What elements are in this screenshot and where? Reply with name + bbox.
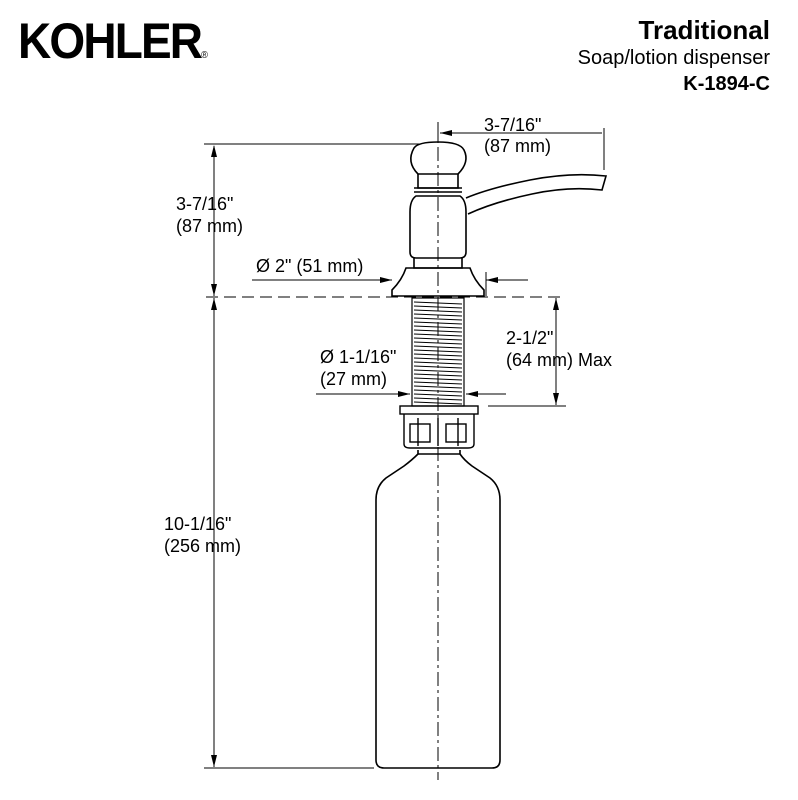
pump-height-imperial: 3-7/16" <box>176 194 233 214</box>
soap-bottle <box>375 450 501 769</box>
thread-line <box>413 381 463 385</box>
shank-diameter-metric: (27 mm) <box>320 369 387 389</box>
pump-head <box>391 141 608 297</box>
dim-spout-reach <box>437 122 605 170</box>
thread-line <box>413 313 463 317</box>
thread-line <box>413 389 463 393</box>
thread-line <box>413 353 463 357</box>
max-deck-imperial: 2-1/2" <box>506 328 553 348</box>
thread-line <box>413 305 463 309</box>
thread-line <box>413 317 463 321</box>
thread-line <box>413 341 463 345</box>
thread-line <box>413 357 463 361</box>
model-number: K-1894-C <box>683 72 770 95</box>
shank-diameter-imperial: Ø 1-1/16" <box>320 347 396 367</box>
dim-max-deck <box>488 298 566 407</box>
below-deck-metric: (256 mm) <box>164 536 241 556</box>
registered-mark: ® <box>201 50 208 61</box>
mounting-nut <box>399 405 479 449</box>
shank-threads <box>413 301 463 405</box>
logo-text: KOHLER <box>18 13 203 69</box>
thread-line <box>413 373 463 377</box>
thread-line <box>413 301 463 305</box>
thread-line <box>413 321 463 325</box>
dim-below-deck <box>204 298 374 769</box>
dim-shank-diameter <box>316 391 506 397</box>
thread-line <box>413 309 463 313</box>
thread-line <box>413 337 463 341</box>
spout-reach-metric: (87 mm) <box>484 136 551 156</box>
title-block: Traditional Soap/lotion dispenser K-1894… <box>578 16 770 95</box>
dim-flange-diameter <box>252 272 528 296</box>
flange-diameter-label: Ø 2" (51 mm) <box>256 256 363 276</box>
thread-line <box>413 333 463 337</box>
thread-line <box>413 361 463 365</box>
max-deck-metric: (64 mm) Max <box>506 350 612 370</box>
thread-line <box>413 401 463 405</box>
thread-line <box>413 349 463 353</box>
thread-line <box>413 397 463 401</box>
thread-line <box>413 329 463 333</box>
thread-line <box>413 377 463 381</box>
product-name: Soap/lotion dispenser <box>577 46 770 69</box>
thread-line <box>413 325 463 329</box>
below-deck-imperial: 10-1/16" <box>164 514 231 534</box>
dim-pump-height <box>204 143 420 296</box>
pump-height-metric: (87 mm) <box>176 216 243 236</box>
thread-line <box>413 369 463 373</box>
spout-reach-imperial: 3-7/16" <box>484 115 541 135</box>
collection-name: Traditional <box>638 15 770 45</box>
kohler-logo: KOHLER® <box>18 16 208 66</box>
thread-line <box>413 393 463 397</box>
thread-line <box>413 365 463 369</box>
thread-line <box>413 345 463 349</box>
thread-line <box>413 385 463 389</box>
